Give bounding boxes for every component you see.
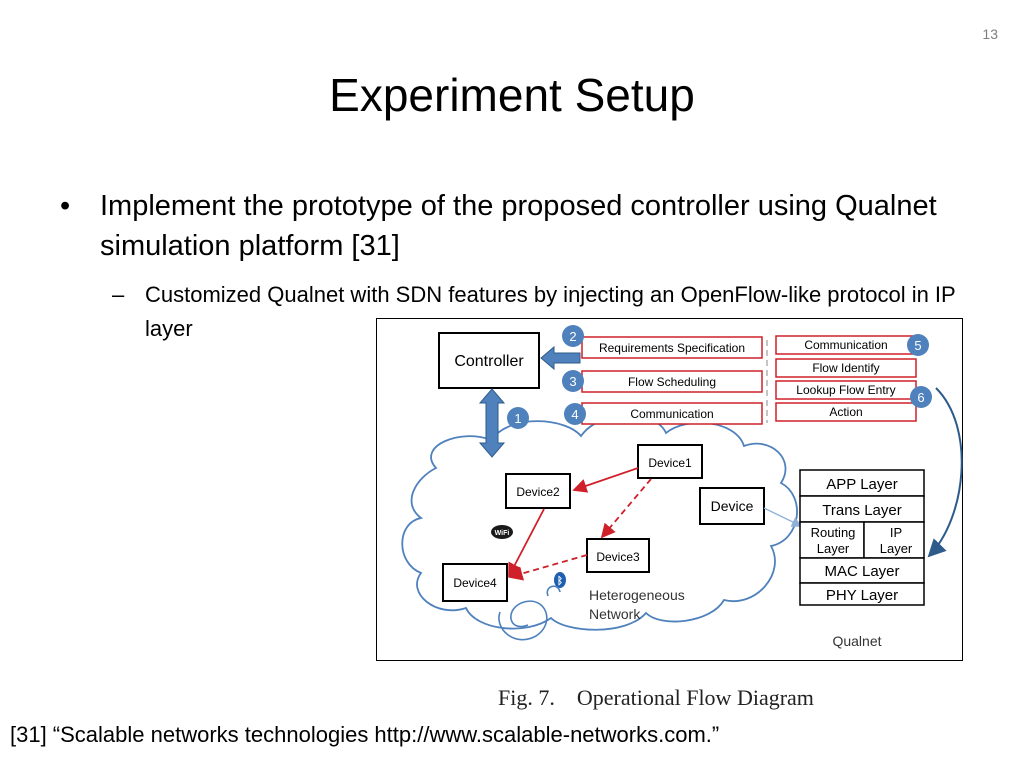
step-4-marker: 4 [564, 403, 586, 425]
svg-text:4: 4 [571, 407, 578, 422]
svg-text:6: 6 [917, 390, 924, 405]
app-layer-label: APP Layer [826, 476, 897, 493]
step-5-marker: 5 [907, 334, 929, 356]
trans-layer-label: Trans Layer [822, 502, 901, 519]
device-to-qualnet-link [763, 507, 803, 527]
device2-box [505, 473, 571, 509]
operational-flow-diagram: Controller Requirements Specification Fl… [376, 318, 963, 661]
device2-device4-link [508, 508, 545, 578]
lookup-flow-label: Lookup Flow Entry [796, 383, 895, 397]
wifi-icon: WiFi [491, 525, 513, 539]
svg-text:WiFi: WiFi [495, 530, 510, 537]
requirements-to-controller-arrow [540, 345, 581, 371]
device3-device4-link [508, 554, 588, 581]
step-1-marker: 1 [507, 407, 529, 429]
phy-layer-label: PHY Layer [826, 587, 898, 604]
step-3-marker: 3 [562, 370, 584, 392]
requirements-label: Requirements Specification [599, 341, 745, 355]
bullet-main-text: Implement the prototype of the proposed … [100, 190, 937, 262]
controller-box [438, 332, 540, 389]
device4-label: Device4 [453, 576, 497, 590]
spiral-decoration [498, 600, 548, 641]
device4-box [442, 563, 508, 602]
flow-identify-box [775, 358, 917, 378]
svg-text:2: 2 [569, 329, 576, 344]
communication-right-label: Communication [804, 338, 887, 352]
mac-layer-label: MAC Layer [824, 563, 899, 580]
bullet-dash: – [112, 282, 125, 307]
bullet-sub-text: Customized Qualnet with SDN features by … [145, 282, 956, 341]
step-2-marker: 2 [562, 325, 584, 347]
routing-layer-label-1: Routing [811, 525, 856, 540]
communication-left-label: Communication [630, 407, 713, 421]
ip-layer-label-1: IP [890, 525, 902, 540]
svg-text:ᛒ: ᛒ [557, 575, 563, 587]
ip-layer-label-2: Layer [880, 541, 913, 556]
svg-text:3: 3 [569, 374, 576, 389]
device-label: Device [711, 498, 754, 514]
device1-label: Device1 [648, 456, 692, 470]
figure-caption-label: Fig. 7. [498, 685, 555, 710]
flow-scheduling-label: Flow Scheduling [628, 375, 716, 389]
routing-layer-label-2: Layer [817, 541, 850, 556]
step-6-marker: 6 [910, 386, 932, 408]
device2-label: Device2 [516, 485, 560, 499]
flow-identify-label: Flow Identify [812, 361, 879, 375]
spiral-decoration-small [546, 585, 561, 597]
figure-caption-title: Operational Flow Diagram [576, 685, 814, 710]
routing-layer-box [799, 521, 865, 559]
ip-layer-box [863, 521, 925, 559]
device1-box [637, 444, 703, 479]
qualnet-label: Qualnet [832, 633, 881, 649]
device-box [699, 487, 765, 525]
device3-label: Device3 [596, 550, 640, 564]
requirements-box [581, 336, 763, 359]
slide-number: 13 [982, 26, 998, 42]
diagram-canvas: Controller Requirements Specification Fl… [376, 318, 963, 661]
figure-caption: Fig. 7. Operational Flow Diagram [498, 685, 814, 711]
trans-layer-box [799, 495, 925, 523]
protocol-stack: APP Layer Trans Layer Routing Layer IP L… [799, 469, 925, 606]
controller-network-arrow [478, 388, 506, 458]
svg-text:1: 1 [514, 411, 521, 426]
bullet-dot: • [60, 190, 71, 222]
network-label-2: Network [589, 606, 641, 622]
device1-device3-link [600, 478, 652, 539]
action-box [775, 402, 917, 422]
phy-layer-box [799, 582, 925, 606]
action-to-ip-arrow [927, 387, 963, 558]
network-label-1: Heterogeneous [589, 587, 685, 603]
action-label: Action [829, 405, 862, 419]
mac-layer-box [799, 557, 925, 584]
device1-device2-link [572, 467, 639, 493]
svg-text:5: 5 [914, 338, 921, 353]
bluetooth-icon: ᛒ [554, 572, 566, 588]
controller-label: Controller [454, 353, 524, 370]
slide-title: Experiment Setup [329, 69, 695, 121]
reference-footnote: [31] “Scalable networks technologies htt… [10, 722, 720, 747]
